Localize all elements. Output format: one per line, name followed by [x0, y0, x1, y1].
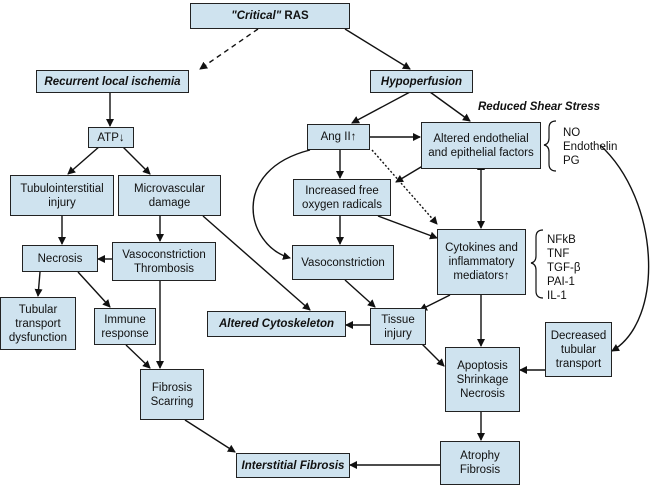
immune-response-box: Immune response: [94, 308, 156, 345]
cytokine-list: NFkB TNF TGF-β PAI-1 IL-1: [547, 234, 581, 302]
hypoperfusion-box: Hypoperfusion: [370, 70, 473, 93]
critical-text: "Critical": [231, 10, 282, 22]
atp-box: ATP↓: [88, 127, 134, 148]
recurrent-ischemia-box: Recurrent local ischemia: [36, 70, 189, 93]
reduced-shear-stress-label: Reduced Shear Stress: [478, 101, 601, 113]
decreased-tubular-transport-box: Decreased tubular transport: [545, 322, 612, 377]
no-endothelin-pg-list: NO Endothelin PG: [563, 127, 618, 167]
tissue-injury-box: Tissue injury: [370, 308, 426, 345]
microvascular-box: Microvascular damage: [118, 175, 221, 216]
fibrosis-scarring-box: Fibrosis Scarring: [140, 369, 204, 420]
critical-ras-box: "Critical" RAS: [190, 3, 350, 29]
altered-cytoskeleton-box: Altered Cytoskeleton: [207, 311, 346, 337]
ras-text: RAS: [281, 10, 309, 22]
ang-ii-box: Ang II↑: [307, 124, 370, 150]
necrosis-box: Necrosis: [22, 245, 98, 272]
free-radicals-box: Increased free oxygen radicals: [293, 179, 391, 216]
atrophy-fibrosis-box: Atrophy Fibrosis: [440, 441, 520, 485]
interstitial-fibrosis-box: Interstitial Fibrosis: [236, 453, 350, 478]
vasoconstriction-thrombosis-box: Vasoconstriction Thrombosis: [112, 242, 216, 281]
tubular-transport-dysfunction-box: Tubular transport dysfunction: [0, 297, 76, 350]
apoptosis-box: Apoptosis Shrinkage Necrosis: [445, 347, 520, 412]
vasoconstriction-box: Vasoconstriction: [292, 245, 394, 280]
altered-endothelial-box: Altered endothelial and epithelial facto…: [421, 122, 541, 169]
cytokines-box: Cytokines and inflammatory mediators↑: [437, 229, 526, 295]
tubulointerstitial-box: Tubulointerstitial injury: [10, 175, 114, 216]
